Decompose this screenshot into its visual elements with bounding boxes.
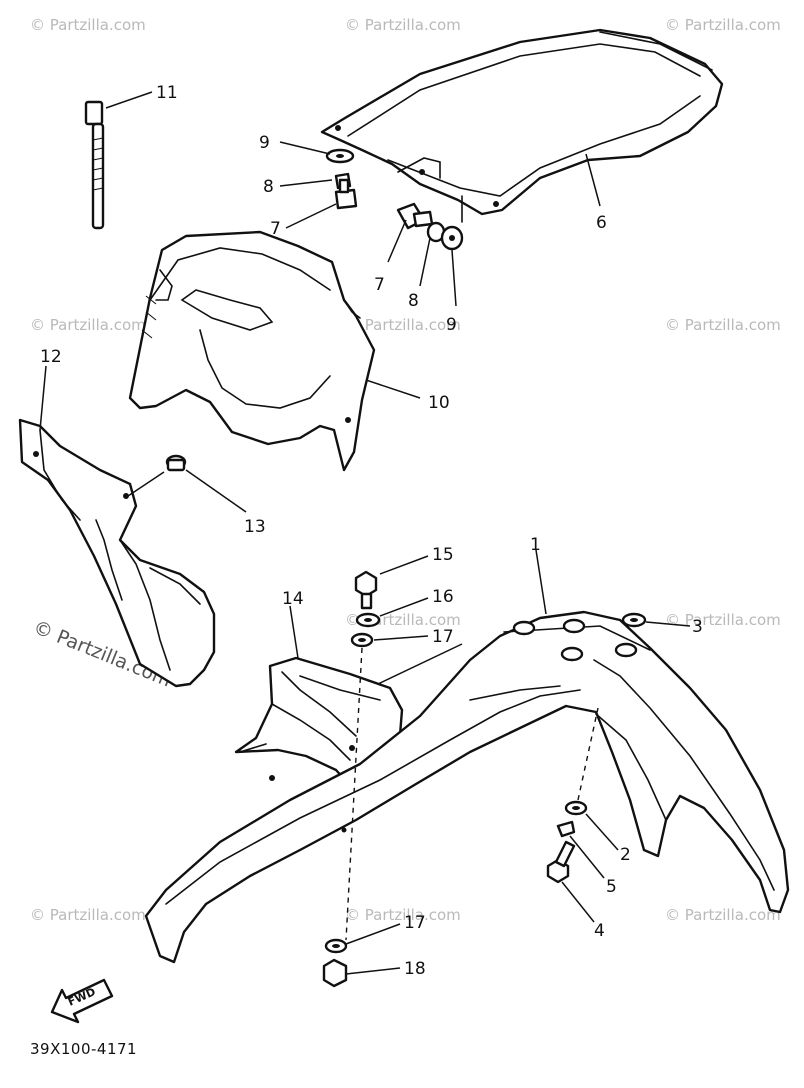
- part-6-rear-fender: [320, 28, 724, 223]
- callout-7: 7: [270, 219, 281, 239]
- hardware-bottom-stack: [322, 938, 348, 988]
- watermark-text: © Partzilla.com: [665, 611, 781, 629]
- callout-1: 1: [530, 535, 541, 555]
- part-10-inner-fender: [128, 230, 376, 472]
- assembly-lines: [345, 647, 599, 941]
- callout-17: 17: [432, 627, 454, 647]
- watermark-text: © Partzilla.com: [30, 316, 146, 334]
- hardware-right-lower-stack: [546, 800, 588, 884]
- fwd-arrow: FWD: [50, 978, 114, 1024]
- part-13-screw: [165, 454, 187, 472]
- watermark-text: © Partzilla.com: [665, 16, 781, 34]
- leader-lines: [39, 91, 691, 975]
- hardware-right-stack: [396, 202, 464, 251]
- watermark-text: © Partzilla.com: [30, 906, 146, 924]
- part-12-side-guard: [18, 418, 216, 688]
- callout-11: 11: [156, 83, 178, 103]
- watermark-text: © Partzilla.com: [665, 316, 781, 334]
- callout-17: 17: [404, 913, 426, 933]
- callout-16: 16: [432, 587, 454, 607]
- watermark-text: © Partzilla.com: [345, 316, 461, 334]
- callout-18: 18: [404, 959, 426, 979]
- hardware-center-stack: [350, 570, 381, 648]
- watermark-text: © Partzilla.com: [345, 16, 461, 34]
- callout-9: 9: [446, 315, 457, 335]
- part-3-washer: [621, 612, 647, 628]
- callout-9: 9: [259, 133, 270, 153]
- callout-2: 2: [620, 845, 631, 865]
- callout-8: 8: [408, 291, 419, 311]
- hardware-left-stack: [325, 148, 358, 210]
- part-11-cable-band: [84, 100, 105, 230]
- watermark-text: © Partzilla.com: [30, 16, 146, 34]
- watermark-text: © Partzilla.com: [345, 906, 461, 924]
- callout-7: 7: [374, 275, 385, 295]
- callout-13: 13: [244, 517, 266, 537]
- callout-4: 4: [594, 921, 605, 941]
- diagram-code: 39X100-4171: [30, 1040, 137, 1058]
- callout-10: 10: [428, 393, 450, 413]
- callout-14: 14: [282, 589, 304, 609]
- callout-3: 3: [692, 617, 703, 637]
- callout-12: 12: [40, 347, 62, 367]
- part-14-fender-flap: [234, 656, 404, 794]
- callout-6: 6: [596, 213, 607, 233]
- part-1-front-fender: [144, 610, 790, 964]
- callout-15: 15: [432, 545, 454, 565]
- watermark-text: © Partzilla.com: [665, 906, 781, 924]
- callout-5: 5: [606, 877, 617, 897]
- callout-labels: 11 9 8 7 6 7 8 9 10 12 13 14 15 16 17 1 …: [40, 83, 703, 979]
- callout-8: 8: [263, 177, 274, 197]
